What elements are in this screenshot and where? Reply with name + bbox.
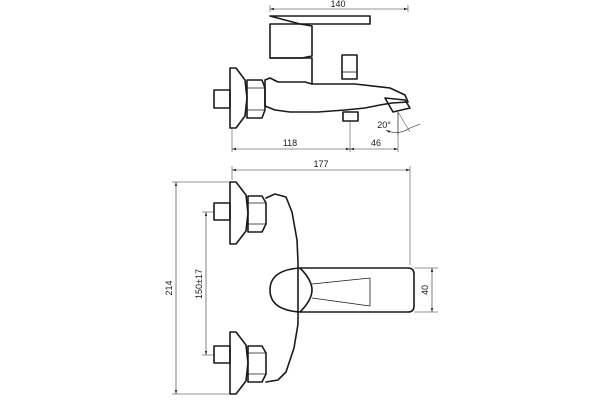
front-upper-flange [229, 181, 249, 245]
dim-spout-angle: 20° [377, 120, 391, 130]
front-handle-lever [299, 267, 415, 313]
dim-total-depth: 177 [313, 159, 328, 169]
dim-inlet-spacing: 150±17 [194, 269, 204, 299]
front-view: 177 214 150±17 40 [164, 159, 438, 395]
dim-spout-tip: 46 [371, 138, 381, 148]
side-view: 140 118 46 20° [213, 0, 421, 152]
front-lower-flange [229, 331, 249, 395]
side-aerator [384, 97, 411, 113]
dim-handle-height: 40 [420, 285, 430, 295]
side-bottom-outlet [342, 111, 359, 122]
dim-total-height: 214 [164, 280, 174, 295]
side-diverter-knob [341, 54, 358, 80]
front-handle-hub [269, 267, 313, 313]
dim-spout-length: 118 [283, 138, 297, 148]
front-upper-nut [247, 195, 267, 233]
front-lower-nut [247, 345, 267, 383]
side-handle-lever [269, 15, 371, 25]
side-wall-flange [229, 67, 248, 129]
front-lower-inlet [213, 345, 231, 364]
side-body-spout [264, 77, 409, 113]
front-body [265, 193, 299, 383]
side-inlet-stub [213, 89, 231, 109]
side-cartridge [269, 23, 313, 59]
front-upper-inlet [213, 202, 231, 221]
side-hex-nut [246, 79, 266, 119]
dim-top-width: 140 [330, 0, 345, 9]
